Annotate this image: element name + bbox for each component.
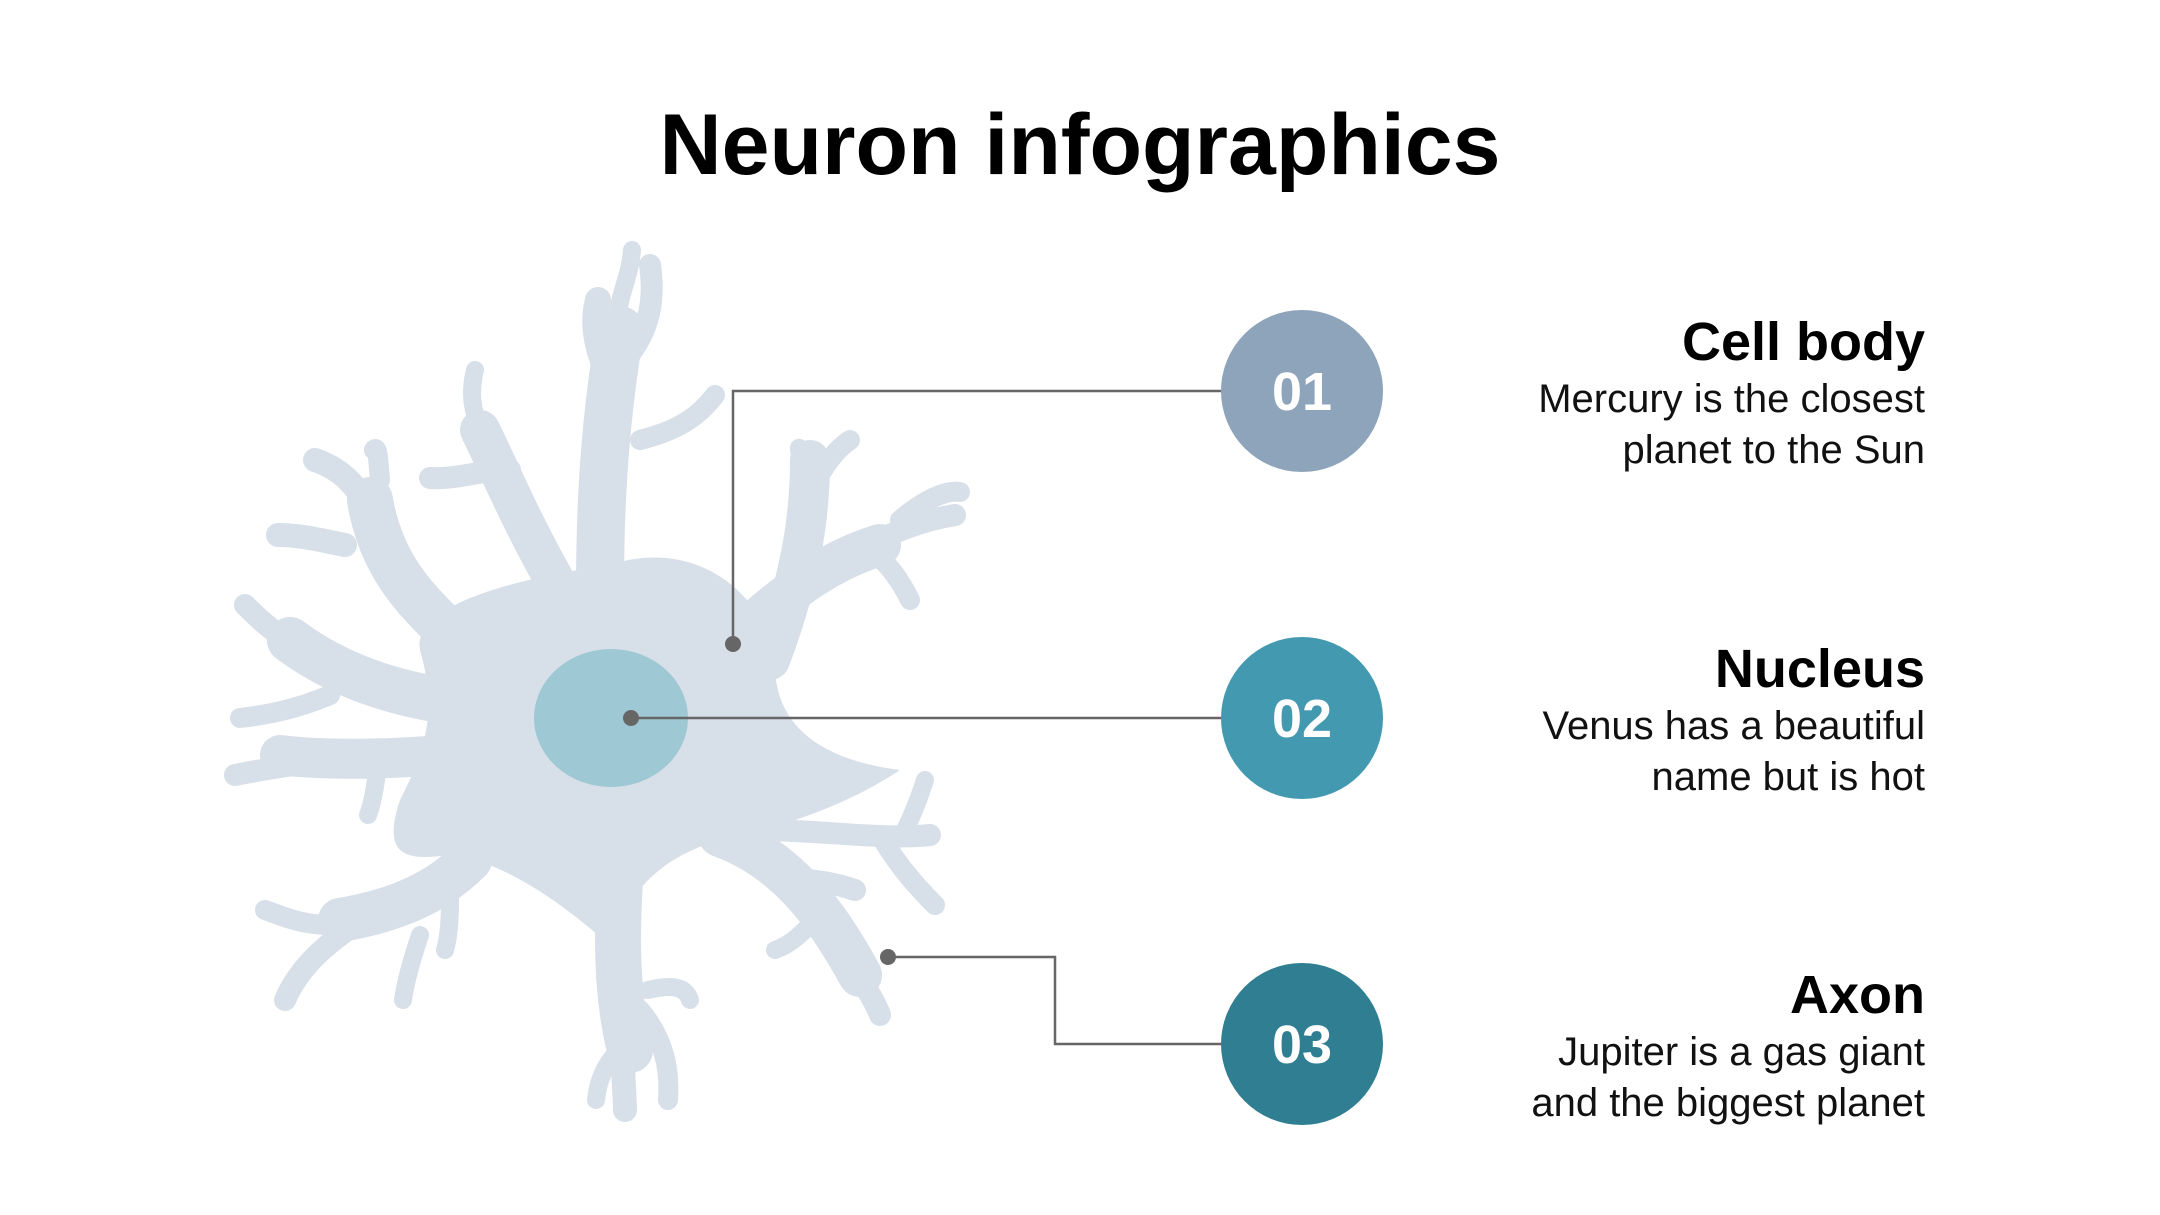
dendrite-branch xyxy=(230,685,340,728)
dendrite-branch xyxy=(610,988,637,1122)
connector-03 xyxy=(888,955,1222,1046)
item-description-line: Jupiter is a gas giant xyxy=(1558,1030,1925,1074)
connector-lines xyxy=(631,389,1222,1046)
dendrite-branch xyxy=(630,385,725,450)
item-description-line: Venus has a beautiful xyxy=(1542,704,1925,748)
item-description-line: name but is hot xyxy=(1651,755,1926,799)
dendrite-branch xyxy=(630,1000,679,1110)
dendrite-branch xyxy=(789,869,866,901)
dendrite-branch xyxy=(582,287,633,413)
dendrite-branch xyxy=(234,594,311,661)
dendrite-branch xyxy=(766,911,824,959)
connector-dot-03 xyxy=(880,949,896,965)
dendrite-branch xyxy=(870,825,945,915)
dendrite-branch xyxy=(436,891,459,959)
connector-dot-01 xyxy=(725,636,741,652)
dendrite-branch xyxy=(266,523,357,557)
dendrite-branch xyxy=(267,617,463,723)
item-axon: Axon Jupiter is a gas giant and the bigg… xyxy=(1305,963,1925,1129)
badge-01: 01 xyxy=(1221,310,1383,472)
dendrite-branch xyxy=(896,771,934,839)
badge-03: 03 xyxy=(1221,963,1383,1125)
dendrite-branch xyxy=(359,756,387,824)
item-description-line: Mercury is the closest xyxy=(1538,377,1925,421)
badge-number: 01 xyxy=(1272,362,1332,422)
dendrite-branch xyxy=(364,439,390,490)
dendrite-branch xyxy=(255,900,340,935)
dendrite-branch xyxy=(855,538,920,610)
nucleus xyxy=(534,649,688,787)
badge-circle xyxy=(1221,963,1383,1125)
dendrite-branch xyxy=(394,926,429,1009)
badge-number: 03 xyxy=(1272,1015,1332,1075)
dendrite-branch xyxy=(614,254,663,371)
item-title: Cell body xyxy=(1681,312,1925,372)
item-cell-body: Cell body Mercury is the closest planet … xyxy=(1305,310,1925,476)
badge-02: 02 xyxy=(1221,637,1383,799)
dendrite-branch xyxy=(608,241,641,339)
dendrite-branch xyxy=(463,361,494,449)
dendrite-branch xyxy=(798,430,860,510)
connector-dot-02 xyxy=(623,710,639,726)
item-description-line: planet to the Sun xyxy=(1622,428,1925,472)
dendrite-branch xyxy=(303,448,387,532)
dendrite-branch xyxy=(587,1031,639,1109)
dendrite-branch xyxy=(789,438,819,479)
dendrite-branch xyxy=(274,904,381,1011)
dendrite-branch xyxy=(224,749,341,786)
dendrite-branch xyxy=(639,978,699,1009)
connector-01 xyxy=(731,389,1222,644)
item-title: Nucleus xyxy=(1714,639,1925,699)
dendrite-branch xyxy=(749,819,941,848)
item-nucleus: Nucleus Venus has a beautiful name but i… xyxy=(1305,637,1925,803)
dendrite-branch xyxy=(890,481,970,530)
item-title: Axon xyxy=(1790,965,1925,1025)
badge-circle xyxy=(1221,637,1383,799)
badge-circle xyxy=(1221,310,1383,472)
item-description-line: and the biggest planet xyxy=(1531,1081,1925,1125)
badge-number: 02 xyxy=(1272,689,1332,749)
dendrite-branch xyxy=(834,939,891,1026)
dendrite-branch xyxy=(460,410,580,610)
page-title: Neuron infographics xyxy=(659,97,1501,193)
dendrite-branch xyxy=(419,459,521,490)
